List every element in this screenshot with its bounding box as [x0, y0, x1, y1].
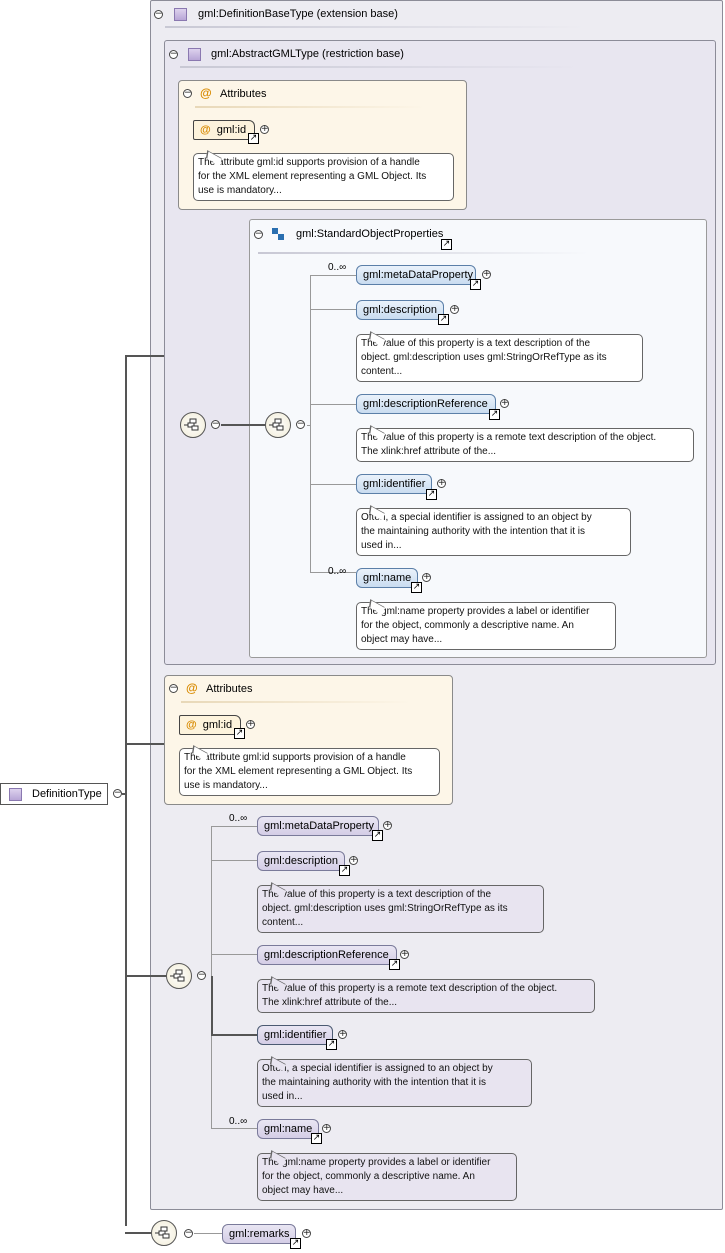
- collapse-icon[interactable]: −: [184, 1228, 193, 1238]
- collapse-icon[interactable]: −: [197, 970, 206, 980]
- collapse-icon[interactable]: −: [169, 683, 178, 693]
- root-type-definition-type[interactable]: DefinitionType: [0, 783, 108, 805]
- description-reference-doc: The value of this property is a remote t…: [356, 428, 694, 462]
- attributes-title: Attributes: [206, 683, 253, 695]
- link-arrow-icon[interactable]: ↗: [372, 830, 383, 841]
- expand-icon[interactable]: +: [400, 949, 409, 959]
- complex-type-icon: [9, 788, 22, 801]
- link-arrow-icon[interactable]: ↗: [290, 1238, 301, 1249]
- attribute-doc: The attribute gml:id supports provision …: [193, 153, 454, 201]
- sequence-compositor-icon[interactable]: [180, 412, 206, 438]
- complex-type-icon: [174, 8, 187, 21]
- element-name[interactable]: gml:name: [356, 568, 418, 588]
- element-description[interactable]: gml:description: [356, 300, 444, 320]
- element-meta-data-property[interactable]: gml:metaDataProperty: [257, 816, 379, 836]
- expand-icon[interactable]: +: [260, 124, 269, 134]
- link-arrow-icon[interactable]: ↗: [470, 279, 481, 290]
- collapse-icon[interactable]: −: [169, 49, 178, 59]
- link-arrow-icon[interactable]: ↗: [389, 959, 400, 970]
- collapse-icon[interactable]: −: [211, 419, 220, 429]
- complex-type-icon: [188, 48, 201, 61]
- attribute-label: gml:id: [216, 124, 247, 136]
- cardinality: 0..∞: [328, 566, 347, 577]
- description-doc: The value of this property is a text des…: [257, 885, 544, 933]
- group-title: gml:StandardObjectProperties: [296, 228, 444, 240]
- cardinality: 0..∞: [229, 1116, 248, 1127]
- collapse-icon[interactable]: −: [154, 9, 163, 19]
- root-type-label: DefinitionType: [32, 788, 102, 800]
- link-arrow-icon[interactable]: ↗: [248, 133, 259, 144]
- expand-icon[interactable]: +: [338, 1029, 347, 1039]
- link-arrow-icon[interactable]: ↗: [234, 728, 245, 739]
- element-description-reference[interactable]: gml:descriptionReference: [257, 945, 397, 965]
- attributes-title: Attributes: [220, 88, 267, 100]
- collapse-icon[interactable]: −: [296, 419, 305, 429]
- collapse-icon[interactable]: −: [183, 88, 192, 98]
- element-name[interactable]: gml:name: [257, 1119, 319, 1139]
- attribute-gml-id[interactable]: @ gml:id: [179, 715, 241, 735]
- collapse-icon[interactable]: −: [113, 788, 122, 798]
- expand-icon[interactable]: +: [322, 1123, 331, 1133]
- expand-icon[interactable]: +: [302, 1228, 311, 1238]
- abstract-gml-type-title: gml:AbstractGMLType (restriction base): [211, 48, 404, 60]
- group-icon: [272, 228, 286, 242]
- collapse-icon[interactable]: −: [254, 229, 263, 239]
- description-reference-doc: The value of this property is a remote t…: [257, 979, 595, 1013]
- at-sign-icon: @: [200, 124, 211, 136]
- element-meta-data-property[interactable]: gml:metaDataProperty: [356, 265, 476, 285]
- element-remarks[interactable]: gml:remarks: [222, 1224, 296, 1244]
- sequence-compositor-icon[interactable]: [166, 963, 192, 989]
- attribute-gml-id[interactable]: @ gml:id: [193, 120, 255, 140]
- at-sign-icon: @: [200, 86, 212, 100]
- link-arrow-icon[interactable]: ↗: [426, 489, 437, 500]
- link-arrow-icon[interactable]: ↗: [339, 865, 350, 876]
- at-sign-icon: @: [186, 719, 197, 731]
- link-arrow-icon[interactable]: ↗: [311, 1133, 322, 1144]
- expand-icon[interactable]: +: [437, 478, 446, 488]
- link-arrow-icon[interactable]: ↗: [411, 582, 422, 593]
- element-identifier[interactable]: gml:identifier: [257, 1025, 333, 1045]
- attribute-doc: The attribute gml:id supports provision …: [179, 748, 440, 796]
- expand-icon[interactable]: +: [422, 572, 431, 582]
- identifier-doc: Often, a special identifier is assigned …: [257, 1059, 532, 1107]
- cardinality: 0..∞: [328, 262, 347, 273]
- identifier-doc: Often, a special identifier is assigned …: [356, 508, 631, 556]
- sequence-compositor-icon[interactable]: [265, 412, 291, 438]
- link-arrow-icon[interactable]: ↗: [489, 409, 500, 420]
- expand-icon[interactable]: +: [246, 719, 255, 729]
- definition-base-type-title: gml:DefinitionBaseType (extension base): [198, 8, 398, 20]
- sequence-compositor-icon[interactable]: [151, 1220, 177, 1246]
- link-arrow-icon[interactable]: ↗: [441, 239, 452, 250]
- element-identifier[interactable]: gml:identifier: [356, 474, 432, 494]
- expand-icon[interactable]: +: [450, 304, 459, 314]
- expand-icon[interactable]: +: [482, 269, 491, 279]
- expand-icon[interactable]: +: [349, 855, 358, 865]
- name-doc: The gml:name property provides a label o…: [356, 602, 616, 650]
- name-doc: The gml:name property provides a label o…: [257, 1153, 517, 1201]
- at-sign-icon: @: [186, 681, 198, 695]
- cardinality: 0..∞: [229, 813, 248, 824]
- expand-icon[interactable]: +: [383, 820, 392, 830]
- element-description-reference[interactable]: gml:descriptionReference: [356, 394, 496, 414]
- description-doc: The value of this property is a text des…: [356, 334, 643, 382]
- attribute-label: gml:id: [202, 719, 233, 731]
- link-arrow-icon[interactable]: ↗: [326, 1039, 337, 1050]
- element-description[interactable]: gml:description: [257, 851, 345, 871]
- link-arrow-icon[interactable]: ↗: [438, 314, 449, 325]
- expand-icon[interactable]: +: [500, 398, 509, 408]
